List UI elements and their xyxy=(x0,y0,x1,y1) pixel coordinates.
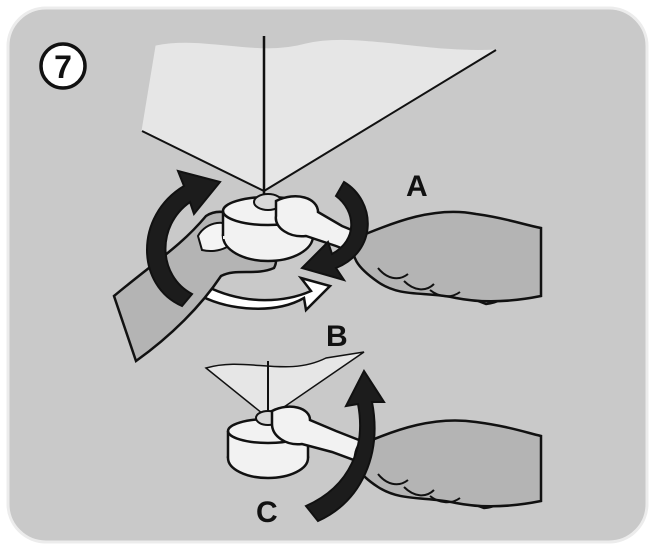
sail-bottom xyxy=(204,351,365,419)
sail-top xyxy=(141,39,497,192)
knuckles-lower xyxy=(377,473,461,504)
assembly-diagram: 7 xyxy=(6,6,649,544)
label-a: A xyxy=(406,170,428,203)
sail-edge-left xyxy=(141,130,265,192)
illustration-panel: 7 xyxy=(6,6,649,544)
label-c: C xyxy=(256,496,278,529)
right-hand-lower xyxy=(353,419,543,508)
hub-assembly-lower xyxy=(226,410,310,480)
label-b: B xyxy=(326,320,348,353)
rotate-ccw-arrow-icon xyxy=(300,180,369,282)
rotate-cw-arrow-icon xyxy=(146,169,222,308)
step-badge: 7 xyxy=(39,42,87,90)
right-hand-upper xyxy=(352,210,543,303)
step-number: 7 xyxy=(54,49,72,85)
circled-number-icon xyxy=(39,42,87,90)
sail-edge-right xyxy=(263,49,497,192)
swing-right-arrow-icon xyxy=(199,275,333,313)
knuckles-upper xyxy=(377,267,461,298)
swing-up-arrow-icon xyxy=(304,369,386,523)
